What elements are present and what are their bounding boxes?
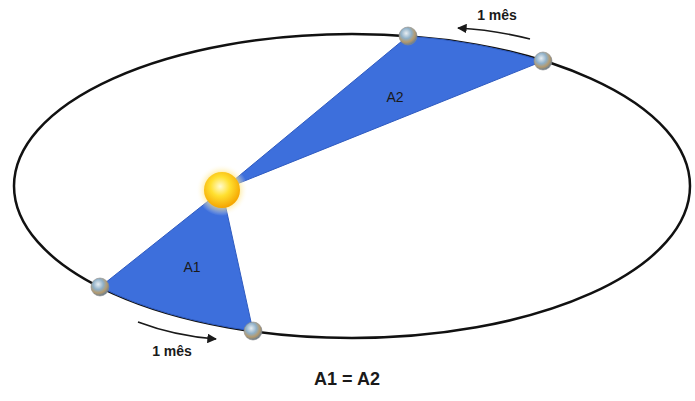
sun xyxy=(204,172,240,208)
motion-arrow xyxy=(138,322,216,339)
planet xyxy=(244,322,262,340)
time-label: 1 mês xyxy=(477,8,517,23)
area-label: A1 xyxy=(183,260,200,275)
area-triangle xyxy=(222,30,547,192)
planet xyxy=(91,278,109,296)
motion-arrow xyxy=(458,28,530,39)
orbit-ellipse xyxy=(14,34,690,338)
area-label: A2 xyxy=(386,90,403,105)
swept-area: A2 xyxy=(222,30,547,192)
planet xyxy=(534,52,552,70)
sun-glow xyxy=(196,164,248,216)
planet xyxy=(399,27,417,45)
area-fill xyxy=(222,36,543,190)
law-statement: A1 = A2 xyxy=(314,370,380,390)
time-label: 1 mês xyxy=(152,344,192,359)
